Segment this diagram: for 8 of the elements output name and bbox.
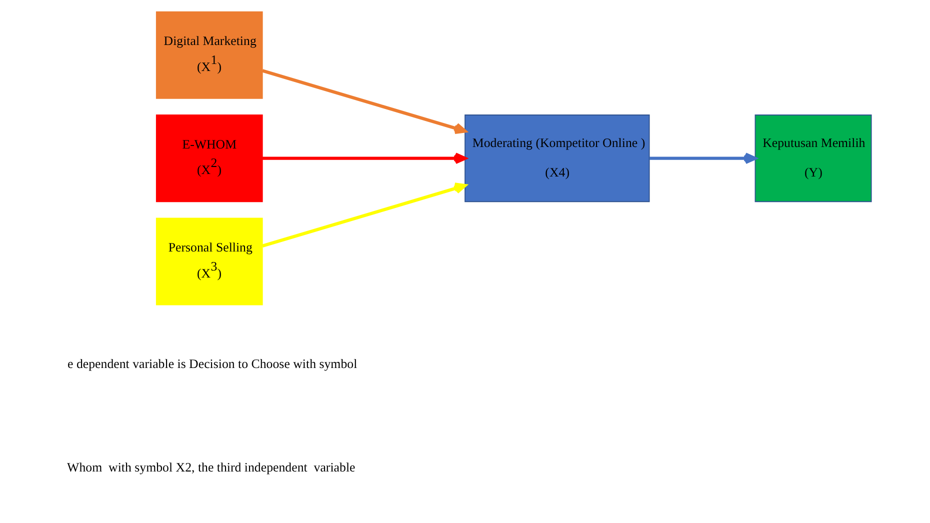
- label: e dependent variable is Decision to Choose with symbol: [67, 357, 357, 372]
- label: Whom with symbol X2, the third independent variable: [66, 460, 355, 474]
- node-box: Keputusan Memilih (Y): [754, 114, 872, 202]
- arrow: [649, 152, 756, 164]
- node-box: Moderating (Kompetitor Online ) (X4): [464, 114, 650, 202]
- arrow: [262, 69, 466, 134]
- arrow: [262, 152, 466, 164]
- arrow: [262, 182, 466, 248]
